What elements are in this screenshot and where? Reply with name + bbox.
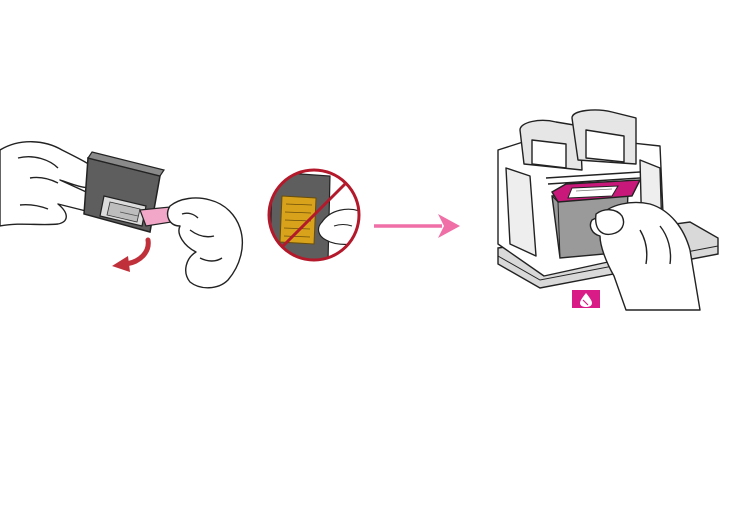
step-remove-tape [0,141,244,289]
slot-badge [572,290,600,308]
prohibited-icon [267,168,361,262]
left-hand-illustration [0,141,104,227]
right-arrow-icon [374,214,460,238]
do-not-touch-warning [267,168,361,262]
hand-pushing-illustration [589,201,701,311]
curved-arrow-icon [112,237,151,272]
black-cartridge-illustration [83,151,165,233]
right-hand-illustration [166,197,244,289]
step-insert-cartridge [497,109,719,311]
ink-drop-icon [580,293,592,307]
